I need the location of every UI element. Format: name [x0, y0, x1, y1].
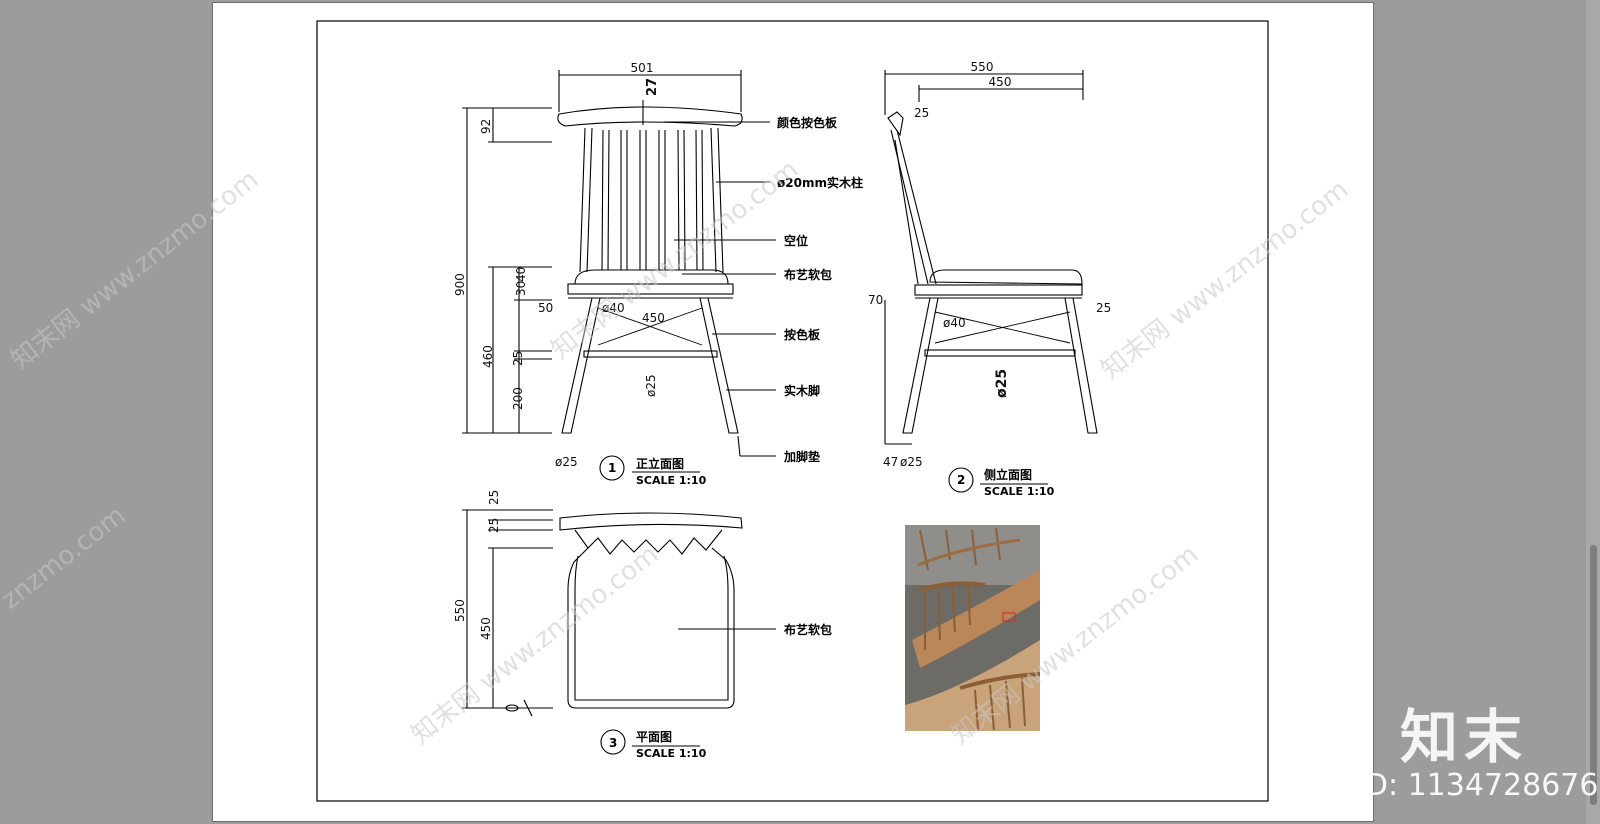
drawing-sheet: [212, 2, 1374, 822]
dim-front-seat-a: 30: [514, 281, 528, 296]
label-plan-cushion: 布艺软包: [784, 622, 832, 637]
dim-front-50: 50: [538, 301, 553, 315]
watermark: 知末网 www.znzmo.com: [6, 165, 264, 376]
dim-side-25-right: 25: [1096, 301, 1111, 315]
watermark: znzmo.com: [0, 501, 131, 616]
plan-view-number: 3: [609, 736, 617, 750]
label-foot-pad: 加脚垫: [783, 449, 820, 464]
dim-front-25: 25: [511, 351, 525, 366]
dim-plan-25a: 25: [487, 490, 501, 505]
dim-plan-550: 550: [453, 599, 467, 622]
dim-front-phi25-foot: ø25: [555, 455, 578, 469]
dim-side-450: 450: [989, 75, 1012, 89]
dim-front-width: 501: [631, 61, 654, 75]
label-color-board: 按色板: [784, 327, 821, 342]
watermark: 知末网 www.znzmo.com: [406, 540, 664, 751]
brand-id: ID: 1134728676: [1356, 768, 1599, 803]
label-gap: 空位: [784, 233, 808, 248]
dim-plan-25b: 25: [487, 518, 501, 533]
drawing-frame: [316, 20, 1269, 802]
brand-logo: 知末: [1400, 703, 1529, 771]
side-view-scale: SCALE 1:10: [984, 485, 1055, 498]
dim-front-200: 200: [511, 387, 525, 410]
label-cushion: 布艺软包: [784, 267, 832, 282]
dim-front-seat-b: 40: [514, 267, 528, 282]
dim-side-70: 70: [868, 293, 883, 307]
dim-front-450: 450: [642, 311, 665, 325]
dim-front-phi25-mid: ø25: [644, 374, 658, 397]
label-top-board: 颜色按色板: [777, 115, 838, 130]
dim-front-top: 92: [479, 119, 493, 134]
dim-side-phi25-foot: ø25: [900, 455, 923, 469]
plan-view-title: 平面图: [636, 730, 672, 744]
plan-view: [462, 509, 776, 755]
label-spindle: ø20mm实木柱: [777, 175, 863, 190]
dim-side-phi40: ø40: [943, 316, 966, 330]
dim-front-460: 460: [481, 345, 495, 368]
front-view-scale: SCALE 1:10: [636, 474, 707, 487]
dim-front-phi40: ø40: [602, 301, 625, 315]
chair-photo: [905, 525, 1041, 731]
watermark: 知末网 www.znzmo.com: [1096, 175, 1354, 386]
dim-side-550: 550: [971, 60, 994, 74]
front-elevation: [462, 70, 776, 481]
dim-plan-450: 450: [479, 617, 493, 640]
scrollbar-thumb[interactable]: [1590, 545, 1597, 805]
side-view-title: 侧立面图: [984, 467, 1032, 482]
dim-side-25-top: 25: [914, 106, 929, 120]
side-elevation: [884, 70, 1098, 493]
plan-view-scale: SCALE 1:10: [636, 747, 707, 760]
dim-side-47: 47: [883, 455, 898, 469]
dim-front-rail: 27: [645, 78, 660, 96]
side-view-number: 2: [957, 473, 965, 487]
dim-side-phi25: ø25: [994, 369, 1010, 398]
label-leg: 实木脚: [784, 383, 820, 398]
front-view-number: 1: [608, 461, 616, 475]
dim-front-height: 900: [453, 273, 467, 296]
front-view-title: 正立面图: [636, 456, 684, 471]
